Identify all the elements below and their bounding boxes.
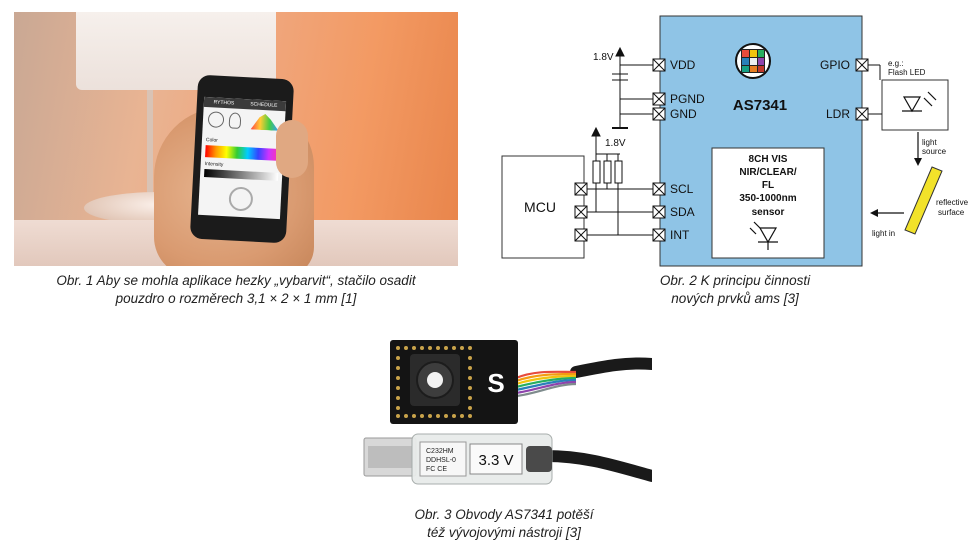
led-note-line-1: e.g.: [888, 59, 904, 68]
diffuser-window [427, 372, 443, 388]
phone-tab-rythos: RYTHOS [213, 99, 235, 107]
pullup-resistors [591, 126, 623, 235]
vdd-supply [612, 46, 653, 129]
figure-2-caption: Obr. 2 K principu činnosti nových prvků … [520, 272, 950, 308]
photodiode-icon [749, 221, 778, 250]
pin-scl: SCL [652, 182, 694, 196]
bulb-icon [228, 112, 242, 129]
phone-intensity-bar [204, 169, 279, 181]
usb-voltage-label: 3.3 V [478, 452, 513, 469]
light-in-arrowhead [870, 209, 878, 217]
figure-3-caption: Obr. 3 Obvody AS7341 potěší též vývojový… [356, 506, 652, 542]
sensor-line-1: 8CH VIS [749, 154, 788, 165]
pin-sda-label: SDA [670, 205, 695, 219]
usb-label-line-3: FC CE [426, 466, 447, 473]
led-note-line-2: Flash LED [888, 68, 926, 77]
figure-3-photo: S C232HM DDHSL-0 FC CE 3.3 V [356, 326, 652, 502]
pin-int-label: INT [670, 228, 690, 242]
lamp-stem [147, 90, 153, 200]
phone-tabs: RYTHOS SCHEDULE [203, 96, 287, 112]
figure-2-caption-line-1: Obr. 2 K principu činnosti [659, 273, 811, 288]
pin-vdd-label: VDD [670, 58, 696, 72]
pin-scl-label: SCL [670, 182, 694, 196]
ribbon-wires [515, 370, 577, 398]
led-wires [868, 64, 882, 115]
pin-vdd: VDD [652, 58, 696, 72]
mcu-box [501, 155, 585, 259]
pin-gnd: GND [652, 107, 697, 121]
figure-2-caption-line-2: nových prvků ams [3] [671, 291, 799, 306]
spectrum-graph-icon [251, 111, 280, 130]
phone-intensity-label: Intensity [204, 161, 224, 169]
supply-top-label: 1.8V [593, 52, 614, 63]
supply-pullup-label: 1.8V [605, 138, 626, 149]
sensor-line-2: NIR/CLEAR/ [739, 167, 796, 178]
figure-3-caption-line-1: Obr. 3 Obvody AS7341 potěší [414, 507, 594, 522]
phone-color-spectrum [205, 145, 280, 161]
reflective-surface [904, 166, 943, 235]
chip-name: AS7341 [733, 97, 787, 114]
phone-screen: RYTHOS SCHEDULE Color Intensity [198, 96, 287, 220]
figure-1-caption: Obr. 1 Aby se mohla aplikace hezky „vyba… [14, 272, 458, 308]
sensor-line-3: FL [762, 180, 774, 191]
sensor-line-5: sensor [752, 207, 785, 218]
led-icon [902, 91, 937, 113]
light-source-line-1: light [922, 138, 937, 147]
usb-label-line-2: DDHSL-0 [426, 457, 456, 464]
pin-gpio: GPIO [820, 58, 869, 72]
thumb [276, 120, 308, 178]
pin-pgnd: PGND [652, 92, 705, 106]
figure-2-diagram: AS7341 8CH VIS NIR/CLEAR/ FL 350-1000nm … [501, 15, 969, 267]
mcu-label: MCU [524, 199, 556, 215]
phone-color-label: Color [205, 137, 219, 144]
figure-3-caption-line-2: též vývojovými nástroji [3] [427, 525, 581, 540]
pin-ldr: LDR [826, 107, 869, 121]
figure-1-caption-line-2: pouzdro o rozměrech 3,1 × 2 × 1 mm [1] [115, 291, 357, 306]
usb-adapter: C232HM DDHSL-0 FC CE 3.3 V [363, 433, 553, 485]
pin-sda: SDA [652, 205, 695, 219]
light-source-line-2: source [922, 147, 947, 156]
figure-1-photo: RYTHOS SCHEDULE Color Intensity [14, 12, 458, 266]
light-in-label: light in [872, 229, 895, 238]
pin-gpio-label: GPIO [820, 58, 850, 72]
mcu-pins [574, 182, 588, 242]
bus-lines [587, 188, 653, 236]
clock-icon [207, 111, 225, 128]
reflective-line-1: reflective [936, 198, 969, 207]
phone-tab-schedule: SCHEDULE [250, 101, 278, 109]
sensor-line-4: 350-1000nm [739, 193, 796, 204]
pin-int: INT [652, 228, 690, 242]
pin-gnd-label: GND [670, 107, 697, 121]
board-logo: S [487, 368, 504, 398]
pin-ldr-label: LDR [826, 107, 850, 121]
sensor-board: S [390, 340, 518, 424]
phone-bulb-icon [228, 186, 254, 212]
light-source-arrowhead [914, 158, 922, 166]
pin-pgnd-label: PGND [670, 92, 705, 106]
reflective-line-2: surface [938, 208, 965, 217]
sensor-array-icon [735, 43, 771, 79]
usb-label-line-1: C232HM [426, 448, 454, 455]
sensor-box [711, 147, 825, 259]
figure-1-caption-line-1: Obr. 1 Aby se mohla aplikace hezky „vyba… [56, 273, 416, 288]
